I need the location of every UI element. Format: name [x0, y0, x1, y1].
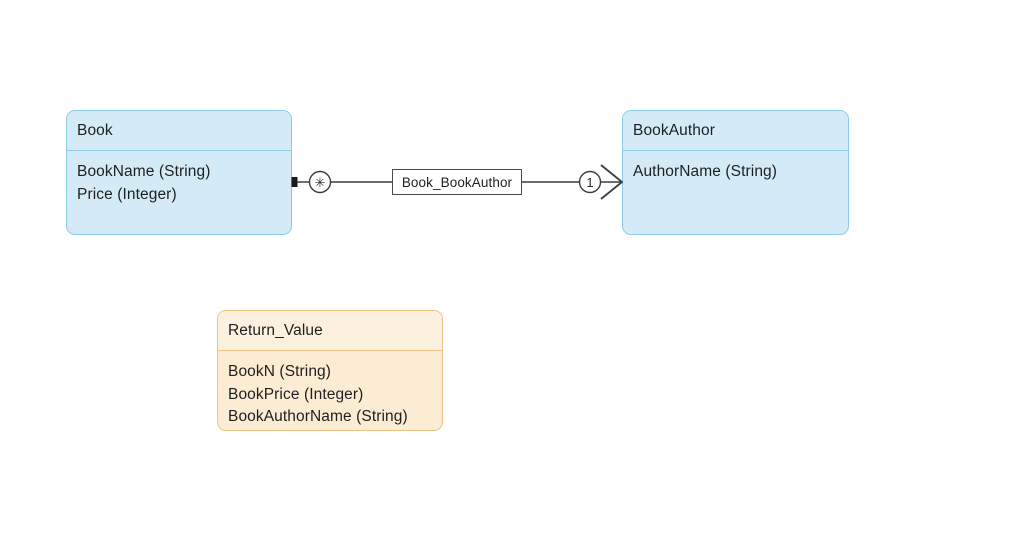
attribute-row: BookPrice (Integer) — [228, 385, 364, 403]
entity-return-value-attributes: BookN (String) BookPrice (Integer) BookA… — [218, 351, 442, 430]
entity-return-value-header: Return_Value — [218, 311, 442, 351]
entity-bookauthor-title: BookAuthor — [633, 121, 715, 139]
entity-bookauthor[interactable]: BookAuthor AuthorName (String) — [622, 110, 849, 235]
attribute-row: BookAuthorName (String) — [228, 408, 408, 425]
entity-book-attributes: BookName (String) Price (Integer) — [67, 151, 291, 234]
entity-bookauthor-attributes: AuthorName (String) — [623, 151, 848, 234]
attribute-row: BookName (String) — [77, 163, 211, 180]
entity-book[interactable]: Book BookName (String) Price (Integer) — [66, 110, 292, 235]
entity-book-title: Book — [77, 121, 113, 139]
entity-book-header: Book — [67, 111, 291, 151]
association-label-text: Book_BookAuthor — [401, 174, 513, 190]
attribute-row: Price (Integer) — [77, 185, 177, 203]
target-arrow-icon — [600, 164, 624, 200]
association-label-box[interactable]: Book_BookAuthor — [392, 169, 522, 195]
target-multiplicity-circle — [578, 170, 602, 194]
source-multiplicity-label: ✳ — [315, 175, 326, 190]
target-multiplicity-label: 1 — [586, 175, 593, 190]
attribute-row: AuthorName (String) — [633, 163, 778, 180]
source-multiplicity-circle — [308, 170, 332, 194]
entity-return-value[interactable]: Return_Value BookN (String) BookPrice (I… — [217, 310, 443, 431]
entity-return-value-title: Return_Value — [228, 321, 323, 339]
entity-bookauthor-header: BookAuthor — [623, 111, 848, 151]
source-marker-filled-square — [291, 177, 298, 187]
attribute-row: BookN (String) — [228, 363, 332, 380]
